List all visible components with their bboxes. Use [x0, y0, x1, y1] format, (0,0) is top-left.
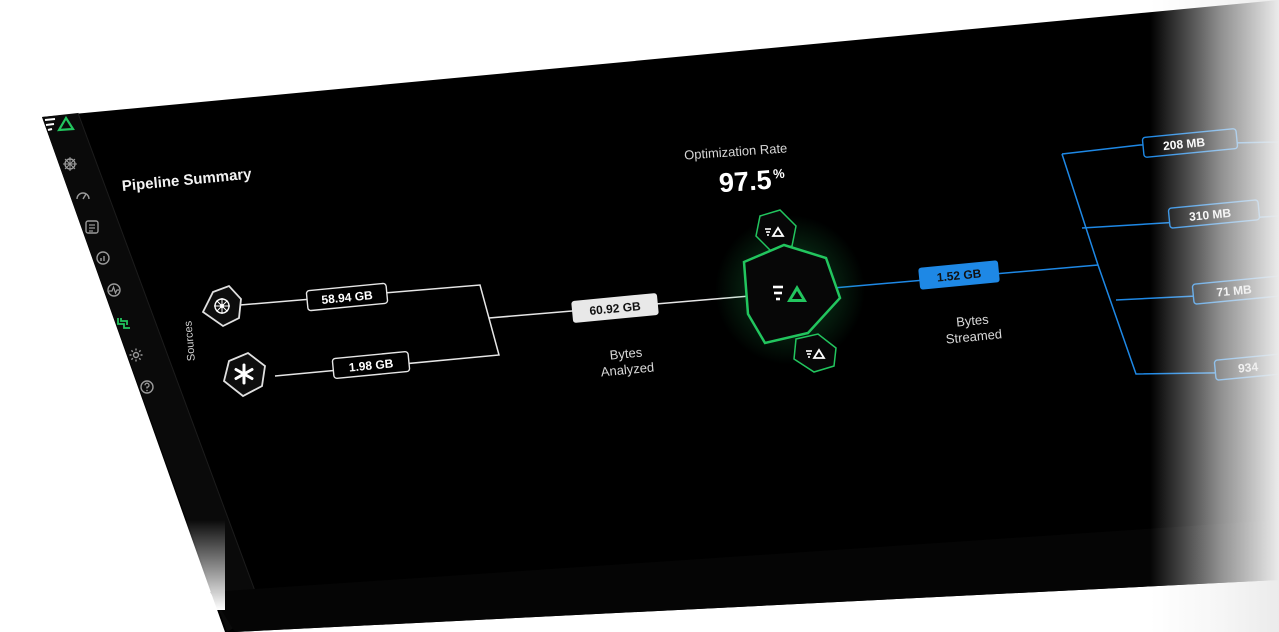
- destination-bytes-badge: 208 MB: [1141, 128, 1239, 158]
- source-bytes-badge: 58.94 GB: [305, 282, 389, 312]
- asterisk-icon: [234, 363, 254, 385]
- helm-wheel-icon: [63, 157, 77, 171]
- activity-icon: [107, 283, 121, 297]
- bottom-node-hexagon: [793, 333, 837, 373]
- kubernetes-icon: [214, 298, 230, 314]
- node-logo-icon: [806, 348, 826, 359]
- streamed-bytes-text: 1.52 GB: [936, 266, 982, 284]
- brand-logo: [44, 115, 75, 132]
- streamed-bytes-badge: 1.52 GB: [918, 260, 1000, 290]
- destination-bytes-badge: 934: [1213, 351, 1279, 381]
- source-bytes-text: 1.98 GB: [348, 356, 394, 374]
- bytes-streamed-caption: Bytes Streamed: [944, 310, 1003, 347]
- pipeline-icon: [117, 318, 130, 329]
- sidebar-item-pipelines[interactable]: [116, 315, 132, 331]
- source-bytes-text: 58.94 GB: [321, 288, 374, 307]
- bytes-analyzed-caption: Bytes Analyzed: [599, 344, 655, 381]
- chart-icon: [96, 251, 110, 265]
- sidebar-item-logs[interactable]: [84, 219, 100, 235]
- destination-bytes-badge: 310 MB: [1167, 199, 1261, 229]
- list-icon: [85, 220, 99, 234]
- analyzed-bytes-text: 60.92 GB: [589, 299, 642, 318]
- destination-bytes-text: 934: [1237, 360, 1259, 376]
- sidebar-item-dashboard[interactable]: [75, 188, 91, 204]
- gauge-icon: [76, 192, 90, 200]
- optimizer-logo-icon: [773, 285, 807, 302]
- source-bytes-badge: 1.98 GB: [331, 350, 411, 380]
- sidebar-item-monitoring[interactable]: [106, 282, 122, 298]
- help-icon: [140, 380, 154, 394]
- node-logo-icon: [765, 226, 785, 237]
- destination-bytes-badge: 71 MB: [1191, 275, 1279, 305]
- analyzed-bytes-badge: 60.92 GB: [571, 293, 659, 323]
- gear-icon: [129, 348, 143, 362]
- sidebar-item-kubernetes[interactable]: [62, 156, 78, 172]
- sidebar-item-settings[interactable]: [128, 347, 144, 363]
- sidebar-item-help[interactable]: [139, 379, 155, 395]
- sidebar-item-analytics[interactable]: [95, 250, 111, 266]
